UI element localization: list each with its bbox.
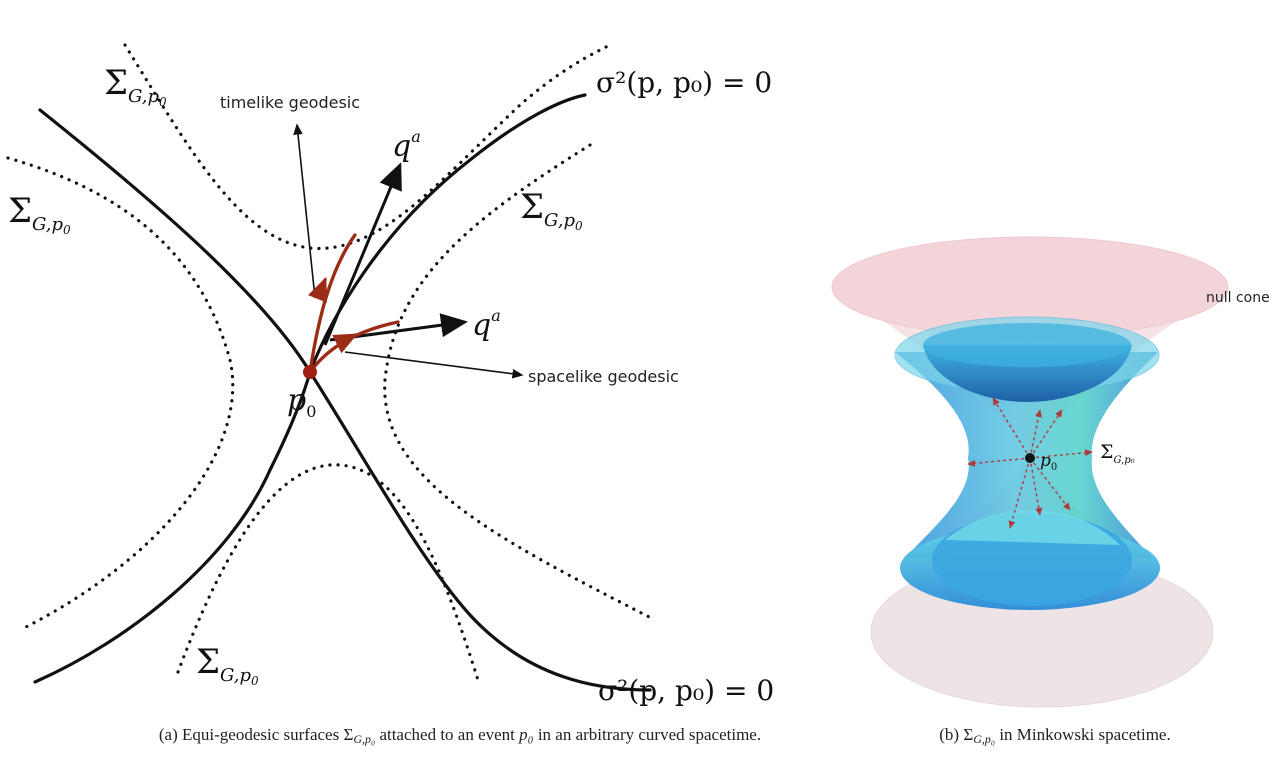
event-p0-dot bbox=[303, 365, 317, 379]
vector-down bbox=[1029, 457, 1043, 516]
dotted-curve-left bbox=[6, 156, 235, 632]
upper-bowl-rim bbox=[923, 323, 1131, 367]
null-curve-2 bbox=[33, 93, 587, 684]
lower-bowl-cap bbox=[945, 510, 1120, 545]
vector-up bbox=[1029, 409, 1042, 459]
panel-a: ΣG,p0 ΣG,p0 ΣG,p0 ΣG,p0 qa qa p0 σ²(p, p… bbox=[6, 43, 774, 707]
sigma-label-left: ΣG,p0 bbox=[8, 191, 71, 237]
sigma-label-top: ΣG,p0 bbox=[104, 63, 167, 109]
vector-up-right bbox=[1029, 409, 1063, 459]
equi-geodesic-dotted-curves bbox=[6, 43, 657, 682]
sigma-label-bottom: ΣG,p0 bbox=[196, 642, 259, 688]
caption-b: (b) ΣG,p₀ in Minkowski spacetime. bbox=[939, 725, 1171, 746]
timelike-geodesic-arrowhead bbox=[307, 276, 327, 303]
dotted-curve-bottom bbox=[176, 463, 480, 682]
p0-label-minkowski: p0 bbox=[1040, 451, 1057, 473]
null-cone-label: null cone bbox=[1206, 290, 1270, 306]
geodesic-vectors bbox=[967, 397, 1093, 529]
timelike-geodesic-label: timelike geodesic bbox=[220, 93, 360, 112]
timelike-pointer bbox=[293, 123, 316, 299]
dotted-curve-right bbox=[383, 143, 657, 622]
q-label-right: qa bbox=[472, 306, 501, 343]
vector-down-left bbox=[1008, 457, 1031, 529]
vector-left bbox=[967, 457, 1031, 467]
spacelike-geodesic-curve bbox=[308, 320, 400, 374]
spacelike-geodesic-label: spacelike geodesic bbox=[528, 367, 679, 386]
caption-a: (a) Equi-geodesic surfaces ΣG,p₀ attache… bbox=[158, 725, 762, 746]
null-cone-curves bbox=[33, 93, 652, 692]
vector-down-right bbox=[1029, 457, 1071, 511]
null-curve-1 bbox=[38, 108, 652, 692]
p0-label: p0 bbox=[287, 383, 316, 421]
null-equation-bottom: σ²(p, p₀) = 0 bbox=[598, 674, 774, 707]
geodesics bbox=[307, 233, 400, 374]
spacelike-geodesic-arrowhead bbox=[332, 333, 359, 354]
event-p0-dot-minkowski bbox=[1025, 453, 1035, 463]
equi-geodesic-hyperboloid bbox=[894, 316, 1160, 610]
null-equation-top: σ²(p, p₀) = 0 bbox=[596, 66, 772, 99]
vector-right bbox=[1029, 449, 1093, 459]
sigma-label-right: ΣG,p0 bbox=[520, 187, 583, 233]
tangent-arrows bbox=[293, 123, 524, 379]
spacelike-pointer bbox=[344, 351, 524, 379]
panel-b: p0 ΣG,p₀ null cone bbox=[831, 236, 1270, 708]
q-label-upper: qa bbox=[392, 127, 421, 164]
q-arrow-upper bbox=[323, 162, 402, 346]
sigma-label-minkowski: ΣG,p₀ bbox=[1100, 441, 1135, 466]
